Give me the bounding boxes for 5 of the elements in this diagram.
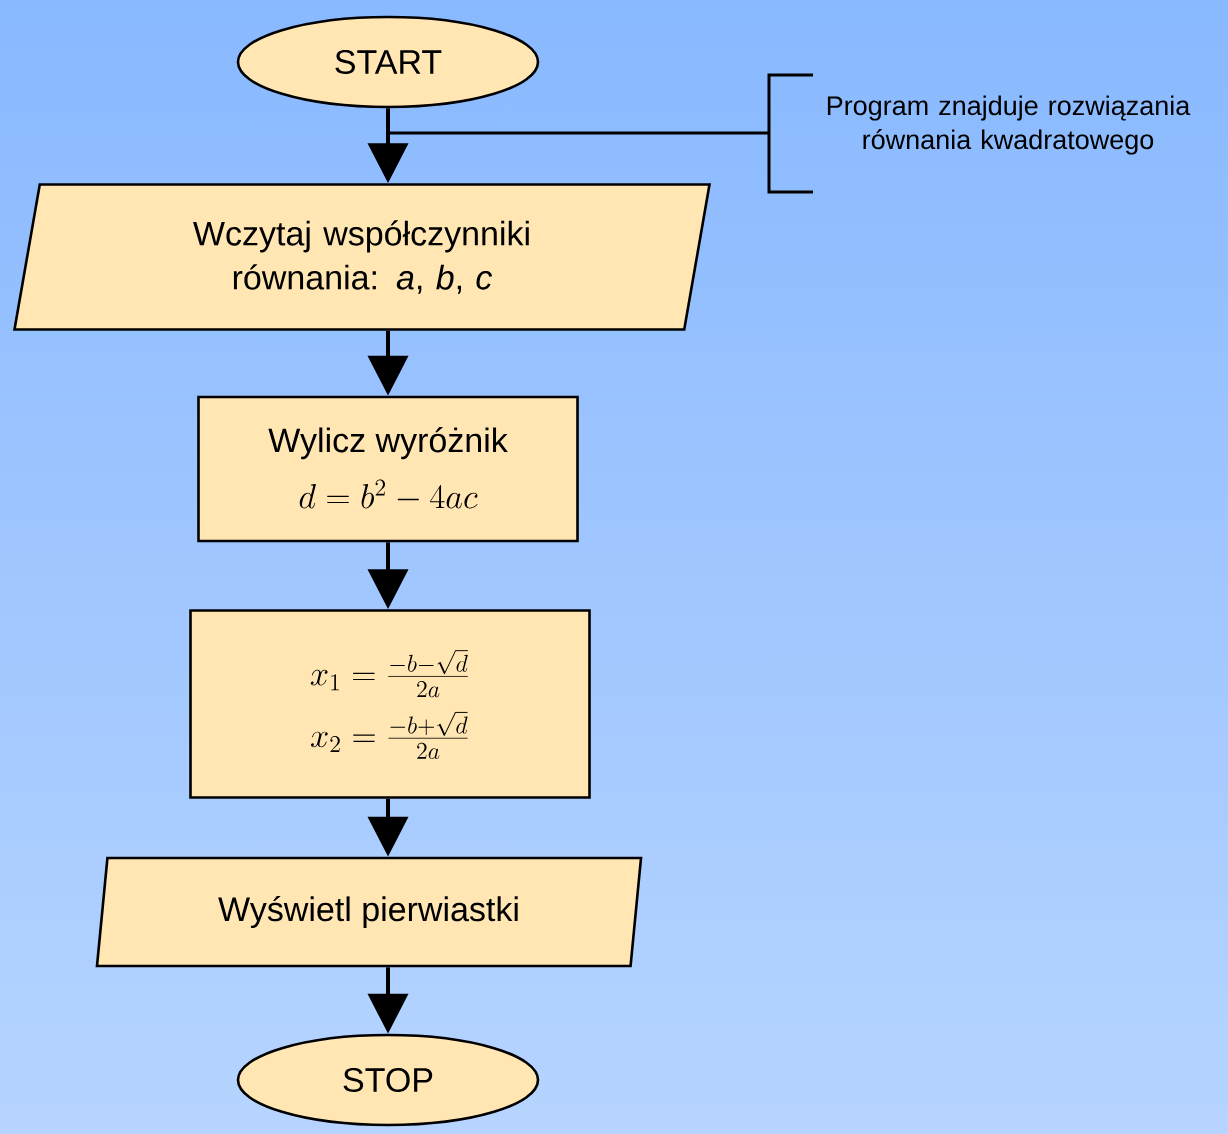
annotation: Program znajduje rozwiązania równania kwadratowego bbox=[767, 73, 1191, 194]
output-parallelogram: Wyświetl pierwiastki bbox=[95, 856, 643, 968]
process-box: $x_1 = \frac{-b-\sqrt{d}}{2a}$ $x_2 = \frac{-b+\sqrt{d}}{2a}$ bbox=[189, 609, 591, 799]
leader-line bbox=[388, 131, 769, 135]
process-box: Wylicz wyróżnik $d = b^2 - 4ac$ bbox=[197, 395, 579, 543]
